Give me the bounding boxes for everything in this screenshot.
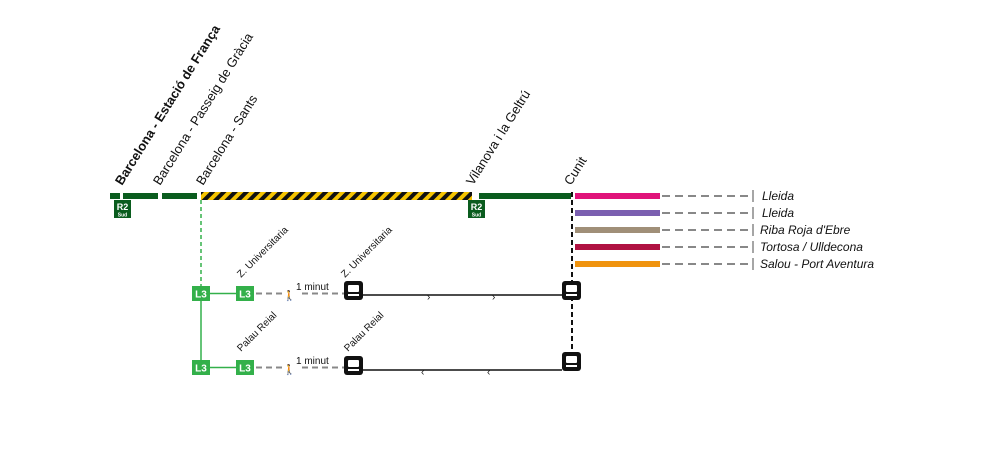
l3-label: L3 — [239, 364, 251, 375]
destination-label: Tortosa / Ulldecona — [760, 240, 863, 254]
rail-segment — [110, 193, 120, 199]
rail-segment — [123, 193, 158, 199]
walk-icon: 🚶 — [283, 289, 295, 302]
r2-line-label: R2 — [471, 202, 483, 212]
bus-icon — [562, 352, 581, 371]
r2-line-label: R2 — [117, 202, 129, 212]
destination-row: Tortosa / Ulldecona — [575, 240, 863, 254]
station-label-vilanova: Vilanova i la Geltrú — [463, 87, 533, 187]
destination-label: Salou - Port Aventura — [760, 257, 874, 271]
destination-bars: Lleida Lleida Riba Roja d'Ebre Tortosa /… — [575, 189, 874, 271]
bus-stop-label-zona-universitaria: Z. Universitaria — [339, 224, 395, 280]
destination-row: Lleida — [575, 206, 794, 220]
destination-row: Lleida — [575, 189, 794, 203]
walk-icon: 🚶 — [283, 363, 295, 376]
destination-label: Lleida — [762, 189, 794, 203]
destination-bar — [575, 193, 660, 199]
arrow-right-icon: › — [492, 292, 495, 303]
bus-stop-label-palau-reial: Palau Reial — [342, 310, 386, 354]
l3-label: L3 — [195, 290, 207, 301]
route-row-zona-universitaria: L3 L3 Z. Universitaria 🚶 1 minut Z. Univ… — [192, 224, 581, 303]
rail-segment — [479, 193, 571, 199]
station-label-cunit: Cunit — [561, 154, 590, 188]
r2-badge: R2 Sud — [114, 200, 131, 219]
main-rail-line — [110, 192, 571, 200]
r2-sub-label: Sud — [118, 213, 127, 219]
arrow-right-icon: › — [427, 292, 430, 303]
bus-icon — [344, 281, 363, 300]
r2-sub-label: Sud — [472, 213, 481, 219]
destination-bar — [575, 227, 660, 233]
walk-time-label: 1 minut — [296, 356, 329, 367]
arrow-left-icon: ‹ — [421, 367, 424, 378]
l3-label: L3 — [239, 290, 251, 301]
l3-badge — [192, 286, 210, 301]
destination-label: Lleida — [762, 206, 794, 220]
metro-station-label-palau-reial: Palau Reial — [235, 310, 279, 354]
works-section — [201, 192, 472, 200]
l3-label: L3 — [195, 364, 207, 375]
destination-row: Salou - Port Aventura — [575, 257, 874, 271]
metro-station-label-zona-universitaria: Z. Universitaria — [235, 224, 291, 280]
destination-bar — [575, 261, 660, 267]
destination-label: Riba Roja d'Ebre — [760, 223, 851, 237]
bus-icon — [562, 281, 581, 300]
bus-icon — [344, 356, 363, 375]
destination-row: Riba Roja d'Ebre — [575, 223, 851, 237]
destination-bar — [575, 244, 660, 250]
l3-badge — [192, 360, 210, 375]
route-row-palau-reial: L3 L3 Palau Reial 🚶 1 minut Palau Reial … — [192, 310, 581, 378]
walk-time-label: 1 minut — [296, 282, 329, 293]
arrow-left-icon: ‹ — [487, 367, 490, 378]
l3-badge — [236, 360, 254, 375]
r2-badge: R2 Sud — [468, 200, 485, 219]
rail-segment — [162, 193, 197, 199]
l3-badge — [236, 286, 254, 301]
destination-bar — [575, 210, 660, 216]
